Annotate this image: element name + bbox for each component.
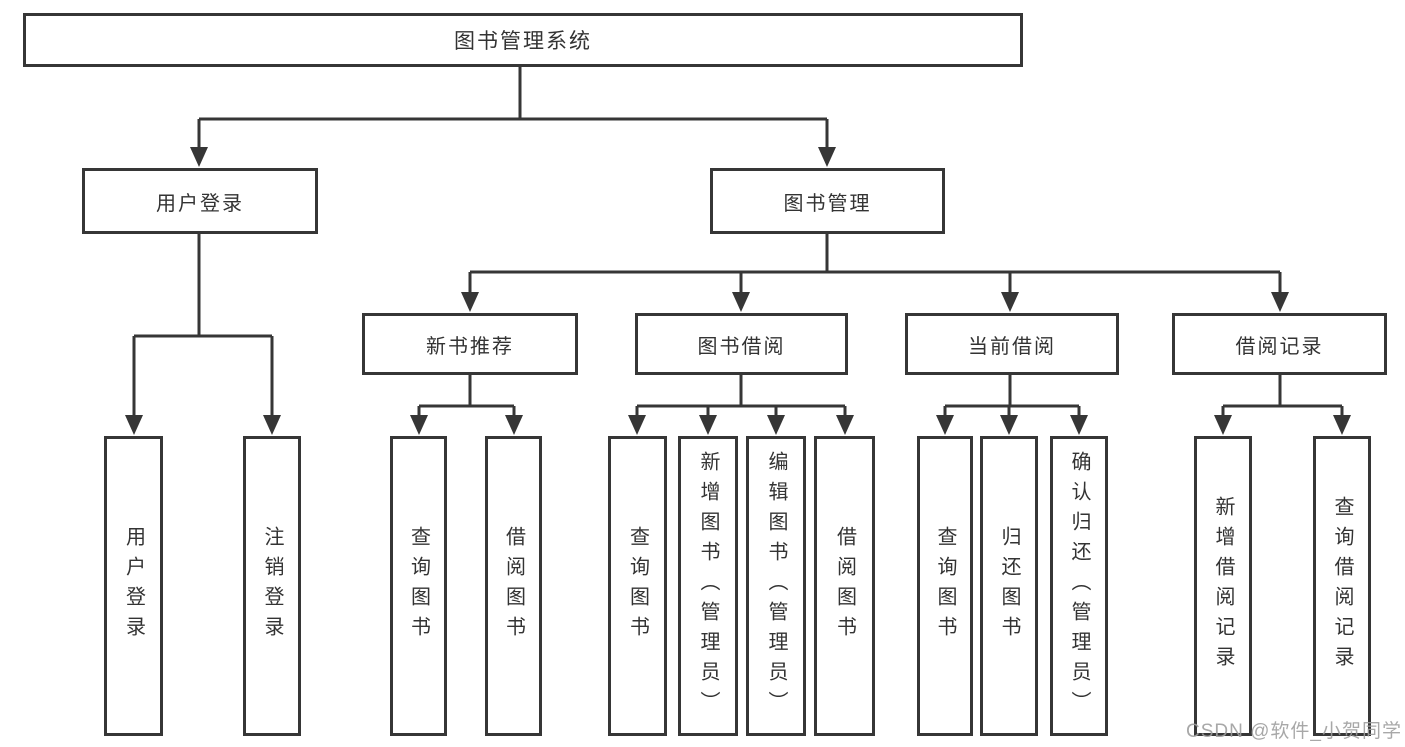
leaf-current-query-books: 查询图书 bbox=[917, 436, 973, 736]
leaf-borrow-query-books: 查询图书 bbox=[608, 436, 667, 736]
leaf-records-add-record: 新增借阅记录 bbox=[1194, 436, 1252, 736]
leaf-current-return-books: 归还图书 bbox=[980, 436, 1038, 736]
leaf-recommend-borrow-books: 借阅图书 bbox=[485, 436, 542, 736]
leaf-records-add-record-label: 新增借阅记录 bbox=[1212, 496, 1234, 676]
leaf-current-confirm-return-admin-label: 确认归还（管理员） bbox=[1068, 451, 1090, 721]
leaf-user-login-label: 用户登录 bbox=[122, 526, 145, 646]
leaf-borrow-add-books-admin-label: 新增图书（管理员） bbox=[697, 451, 719, 721]
leaf-user-login: 用户登录 bbox=[104, 436, 163, 736]
leaf-current-return-books-label: 归还图书 bbox=[998, 526, 1020, 646]
arrowheads bbox=[125, 147, 1351, 435]
leaf-borrow-borrow-books: 借阅图书 bbox=[814, 436, 875, 736]
csdn-watermark: CSDN @软件_小贺同学 bbox=[1186, 721, 1402, 742]
node-new-book-recommend-label: 新书推荐 bbox=[426, 335, 514, 358]
leaf-borrow-add-books-admin: 新增图书（管理员） bbox=[678, 436, 738, 736]
leaf-borrow-edit-books-admin-label: 编辑图书（管理员） bbox=[765, 451, 787, 721]
leaf-borrow-query-books-label: 查询图书 bbox=[626, 526, 649, 646]
node-root-label: 图书管理系统 bbox=[454, 30, 592, 53]
node-borrow-records-label: 借阅记录 bbox=[1235, 335, 1324, 358]
node-book-borrow-label: 图书借阅 bbox=[697, 335, 786, 358]
leaf-logout-label: 注销登录 bbox=[261, 526, 283, 646]
leaf-current-confirm-return-admin: 确认归还（管理员） bbox=[1050, 436, 1108, 736]
leaf-recommend-borrow-books-label: 借阅图书 bbox=[502, 526, 525, 646]
node-new-book-recommend: 新书推荐 bbox=[362, 313, 578, 375]
leaf-borrow-borrow-books-label: 借阅图书 bbox=[833, 526, 856, 646]
node-book-management-label: 图书管理 bbox=[783, 192, 872, 215]
node-current-borrow: 当前借阅 bbox=[905, 313, 1119, 375]
leaf-current-query-books-label: 查询图书 bbox=[934, 526, 956, 646]
leaf-logout: 注销登录 bbox=[243, 436, 301, 736]
node-book-borrow: 图书借阅 bbox=[635, 313, 848, 375]
node-user-login-label: 用户登录 bbox=[156, 192, 244, 215]
leaf-records-query-record: 查询借阅记录 bbox=[1313, 436, 1371, 736]
node-current-borrow-label: 当前借阅 bbox=[968, 335, 1056, 358]
node-borrow-records: 借阅记录 bbox=[1172, 313, 1387, 375]
leaf-borrow-edit-books-admin: 编辑图书（管理员） bbox=[746, 436, 806, 736]
leaf-recommend-query-books: 查询图书 bbox=[390, 436, 447, 736]
node-user-login: 用户登录 bbox=[82, 168, 318, 234]
node-book-management: 图书管理 bbox=[710, 168, 945, 234]
leaf-records-query-record-label: 查询借阅记录 bbox=[1331, 496, 1353, 676]
node-root: 图书管理系统 bbox=[23, 13, 1023, 67]
leaf-recommend-query-books-label: 查询图书 bbox=[407, 526, 430, 646]
